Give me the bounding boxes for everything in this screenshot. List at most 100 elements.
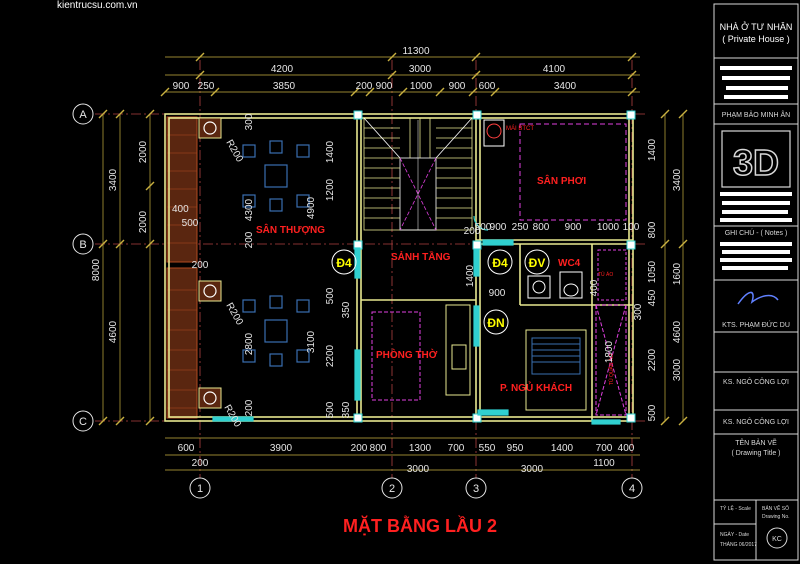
dimension-texts-left: 8000 3400 4600 2000 2000: [91, 140, 149, 343]
room-label-drying-yard: SÂN PHƠI: [537, 174, 586, 187]
axis-bubble-a: A: [72, 103, 94, 125]
dim-span-3: 4100: [543, 64, 566, 75]
door-tag-d4-terrace: Đ4: [331, 249, 357, 275]
dim-left-mid-2: 4600: [108, 320, 119, 343]
dim-terrace-6: 2800: [244, 332, 255, 355]
dim-top-d9: 3400: [554, 81, 577, 92]
door-tag-dn: ĐN: [483, 309, 509, 335]
tb-project-line2: ( Private House ): [722, 34, 790, 44]
dim-top-d1: 900: [173, 81, 190, 92]
room-label-worship: PHÒNG THỜ: [376, 348, 438, 361]
dim-bot-span-2: 3000: [521, 464, 544, 475]
drying-yard-area: [483, 119, 627, 221]
dim-rc-15: 350: [341, 401, 352, 418]
dim-bot-span-1: 3000: [407, 464, 430, 475]
dim-span-2: 3000: [409, 64, 432, 75]
dim-bot-d7: 550: [479, 443, 496, 454]
axis-label-b: B: [79, 239, 86, 251]
door-tag-d4-yard-text: Đ4: [492, 256, 508, 270]
dim-top-d7: 900: [449, 81, 466, 92]
dim-left-outer: 8000: [91, 258, 102, 281]
dim-rc-13: 400: [589, 279, 600, 296]
dim-top-d5: 900: [376, 81, 393, 92]
dim-bot-d2: 3900: [270, 443, 293, 454]
dim-bot-d4: 800: [370, 443, 387, 454]
dim-rc-12: 1400: [465, 264, 476, 287]
drawing-title: MẶT BẰNG LẦU 2: [343, 515, 497, 536]
dim-other-4: 200: [244, 399, 255, 416]
dim-top-d4: 200: [356, 81, 373, 92]
dim-total: 11300: [402, 46, 430, 57]
axis-label-1: 1: [197, 483, 203, 495]
door-tag-d4-terrace-text: Đ4: [336, 256, 352, 270]
dim-terrace-7: 3100: [306, 330, 317, 353]
dim-rc-8: 1800: [604, 340, 615, 363]
axis-bubble-b: B: [72, 233, 94, 255]
dim-mid-7: 1000: [597, 222, 620, 233]
logo-3d-text: 3D: [733, 142, 779, 183]
dimension-texts-top: 11300 4200 3000 4100 900 250 3850 200 90…: [173, 46, 577, 92]
dimension-texts-right-col: 1400 800 1050 450 300 2200 500 1800 3000…: [325, 138, 683, 421]
dim-bot-d9: 1400: [551, 443, 574, 454]
tb-date-value: THÁNG 06/2017: [720, 541, 757, 548]
dim-span-1: 4200: [271, 64, 294, 75]
dim-bot-extra-2: 1100: [593, 458, 615, 469]
dimension-texts-right: 3400 4600: [672, 168, 683, 343]
dim-bot-d10: 700: [596, 443, 613, 454]
tb-architect: PHẠM BẢO MINH ÂN: [722, 110, 790, 119]
dim-bot-d5: 1300: [409, 443, 432, 454]
axis-label-3: 3: [473, 483, 479, 495]
dim-radius-1: R200: [223, 138, 245, 165]
dim-rc-11: 900: [489, 288, 506, 299]
interior-furniture: [371, 249, 627, 416]
tb-signer1: KTS. PHẠM ĐỨC DU: [722, 320, 790, 329]
tb-project-line1: NHÀ Ở TƯ NHÂN: [720, 21, 793, 32]
dim-rc-5: 300: [633, 303, 644, 320]
dim-terrace-3: 4300: [244, 198, 255, 221]
door-tag-dv-text: ĐV: [529, 256, 546, 270]
dim-mid-4: 250: [512, 222, 529, 233]
dim-right-mid-2: 4600: [672, 320, 683, 343]
dim-rc-3: 1050: [647, 260, 658, 283]
dim-terrace-5: 500: [182, 218, 199, 229]
dim-bot-d1: 600: [178, 443, 195, 454]
dim-rc-10: 1600: [672, 262, 683, 285]
dim-terrace-9: 350: [341, 301, 352, 318]
dimension-ticks: [98, 52, 688, 426]
dim-rc-2: 800: [647, 221, 658, 238]
dim-left-inner-2: 2000: [138, 210, 149, 233]
dim-mid-3: 900: [490, 222, 507, 233]
dim-radius-2: R200: [223, 301, 245, 328]
dim-top-d3: 3850: [273, 81, 296, 92]
tb-sheet-no-en: Drawing No.: [762, 514, 790, 520]
dim-other-2: 200: [192, 260, 209, 271]
tb-sheet-no-value: KC: [772, 536, 782, 543]
room-label-guest-bedroom: P. NGỦ KHÁCH: [500, 381, 572, 394]
dim-rc-16: 500: [325, 401, 336, 418]
door-tag-dn-text: ĐN: [487, 316, 504, 330]
room-label-wardrobe: TỦ QUẦN ÁO: [608, 354, 615, 385]
dim-mid-1: 500: [325, 287, 336, 304]
dim-mid-6: 900: [565, 222, 582, 233]
axis-bubble-3: 3: [465, 477, 487, 499]
signature-mark: [737, 291, 779, 305]
dim-top-d8: 600: [479, 81, 496, 92]
dim-left-inner-1: 2000: [138, 140, 149, 163]
dim-rc-14: 200: [464, 226, 481, 237]
dim-terrace-2: 1200: [325, 178, 336, 201]
dim-rc-7: 500: [647, 404, 658, 421]
tb-sheet-title-en: ( Drawing Title ): [731, 450, 780, 457]
doors: [212, 215, 621, 425]
tb-sheet-no-label: BẢN VẼ SỐ: [762, 505, 789, 512]
axis-bubble-4: 4: [621, 477, 643, 499]
watermark-text: kientrucsu.com.vn: [57, 0, 138, 11]
staircase: [363, 117, 473, 231]
room-label-terrace: SÂN THƯỢNG: [256, 223, 325, 236]
dimension-lines: [102, 56, 684, 471]
dim-rc-4: 450: [647, 289, 658, 306]
dim-rc-9: 3000: [672, 358, 683, 381]
tb-sheet-title-label: TÊN BẢN VẼ: [735, 438, 777, 447]
room-label-wc: WC4: [558, 258, 581, 269]
structural-columns[interactable]: [353, 110, 636, 423]
